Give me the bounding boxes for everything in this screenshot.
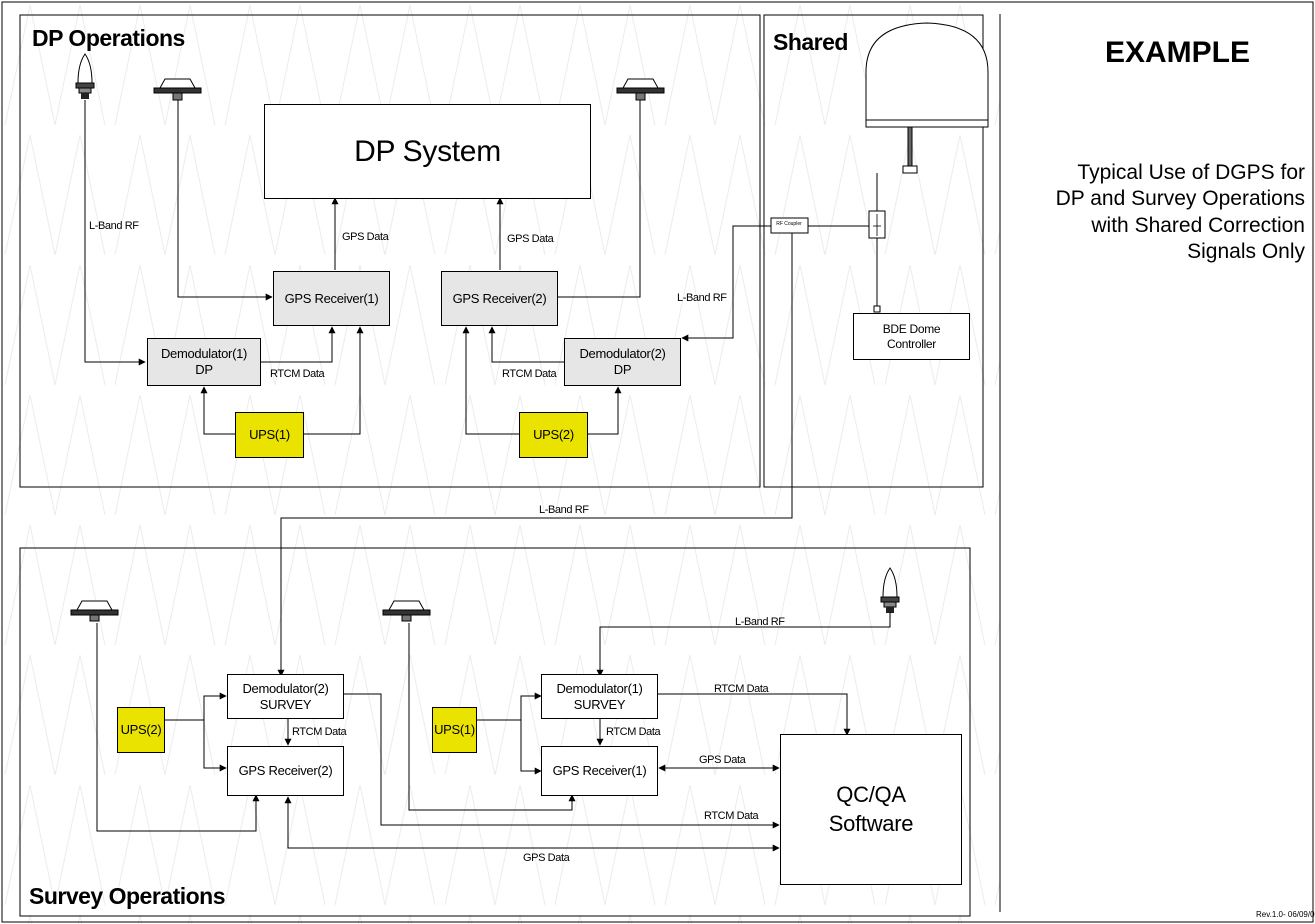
shared-title: Shared	[773, 29, 848, 55]
rf-coupler	[770, 217, 809, 234]
shared-panel	[763, 14, 984, 488]
lband-rf-label: L-Band RF	[539, 504, 589, 516]
antenna-cone-icon	[75, 53, 95, 99]
antenna-flat-icon	[382, 600, 431, 622]
survey-ups-1: UPS(1)	[432, 707, 477, 753]
box-label: UPS(2)	[533, 427, 574, 443]
dp-operations-title: DP Operations	[32, 25, 185, 51]
rtcm-data-label: RTCM Data	[502, 368, 557, 380]
gps-data-label: GPS Data	[342, 231, 389, 243]
gps-data-label: GPS Data	[523, 852, 570, 864]
box-label: GPS Receiver(2)	[238, 763, 333, 779]
rtcm-data-label: RTCM Data	[714, 683, 769, 695]
survey-ups-2: UPS(2)	[117, 707, 165, 753]
antenna-flat-icon	[70, 600, 119, 622]
subtitle-line: DP and Survey Operations	[1055, 187, 1305, 211]
box-label: GPS Receiver(1)	[284, 290, 379, 306]
dp-gps-receiver-2: GPS Receiver(2)	[441, 271, 558, 326]
box-label: UPS(2)	[120, 722, 162, 738]
subtitle-line: Typical Use of DGPS for	[1077, 161, 1305, 184]
box-label: Software	[828, 810, 914, 836]
dp-demodulator-2: Demodulator(2) DP	[564, 338, 681, 386]
box-label: GPS Receiver(1)	[552, 763, 647, 779]
example-title: EXAMPLE	[1105, 36, 1251, 69]
dp-ups-1: UPS(1)	[235, 412, 304, 458]
dp-system-box: DP System	[264, 104, 591, 199]
lband-rf-label: L-Band RF	[677, 292, 727, 304]
box-label: QC/QA	[836, 781, 906, 807]
survey-demodulator-1: Demodulator(1) SURVEY	[541, 674, 658, 719]
box-label: SURVEY	[259, 696, 312, 712]
dp-gps-receiver-1: GPS Receiver(1)	[273, 271, 390, 326]
box-label: Demodulator(1)	[160, 346, 248, 362]
qc-qa-software-box: QC/QA Software	[780, 734, 962, 885]
box-label: BDE Dome	[882, 322, 941, 337]
box-label: Demodulator(1)	[556, 680, 643, 696]
survey-gps-receiver-1: GPS Receiver(1)	[541, 746, 658, 796]
survey-operations-panel	[19, 547, 971, 917]
box-label: Demodulator(2)	[242, 680, 329, 696]
lband-rf-label: L-Band RF	[89, 220, 139, 232]
rtcm-data-label: RTCM Data	[292, 726, 347, 738]
box-label: Demodulator(2)	[579, 346, 666, 362]
box-label: GPS Receiver(2)	[452, 290, 547, 306]
box-label: DP	[195, 362, 213, 377]
box-label: SURVEY	[573, 696, 626, 712]
revision-label: Rev.1.0- 06/09/0	[1256, 910, 1315, 919]
lband-rf-label: L-Band RF	[735, 616, 785, 628]
bde-dome-controller: BDE Dome Controller	[853, 313, 970, 360]
survey-demodulator-2: Demodulator(2) SURVEY	[227, 674, 344, 719]
subtitle-line: Signals Only	[1187, 239, 1305, 263]
box-label: UPS(1)	[434, 722, 475, 738]
rtcm-data-label: RTCM Data	[704, 810, 759, 822]
rf-coupler-label: RF Coupler	[776, 221, 802, 227]
rtcm-data-label: RTCM Data	[606, 726, 661, 738]
survey-gps-receiver-2: GPS Receiver(2)	[227, 746, 344, 796]
dome-antenna-icon	[865, 22, 989, 174]
gps-data-label: GPS Data	[507, 233, 554, 245]
dp-demodulator-1: Demodulator(1) DP	[147, 338, 261, 386]
subtitle-line: with Shared Correction	[1091, 213, 1305, 237]
example-subtitle: Typical Use of DGPS for DP and Survey Op…	[985, 160, 1305, 265]
box-label: Controller	[886, 336, 937, 351]
gps-data-label: GPS Data	[699, 754, 746, 766]
dp-operations-panel	[19, 14, 761, 488]
antenna-flat-icon	[616, 78, 665, 101]
dp-system-label: DP System	[354, 134, 501, 168]
rtcm-data-label: RTCM Data	[270, 368, 325, 380]
survey-operations-title: Survey Operations	[29, 883, 226, 909]
antenna-cone-icon	[880, 567, 900, 613]
box-label: DP	[613, 362, 632, 377]
dp-ups-2: UPS(2)	[519, 412, 588, 458]
box-label: UPS(1)	[249, 427, 290, 443]
